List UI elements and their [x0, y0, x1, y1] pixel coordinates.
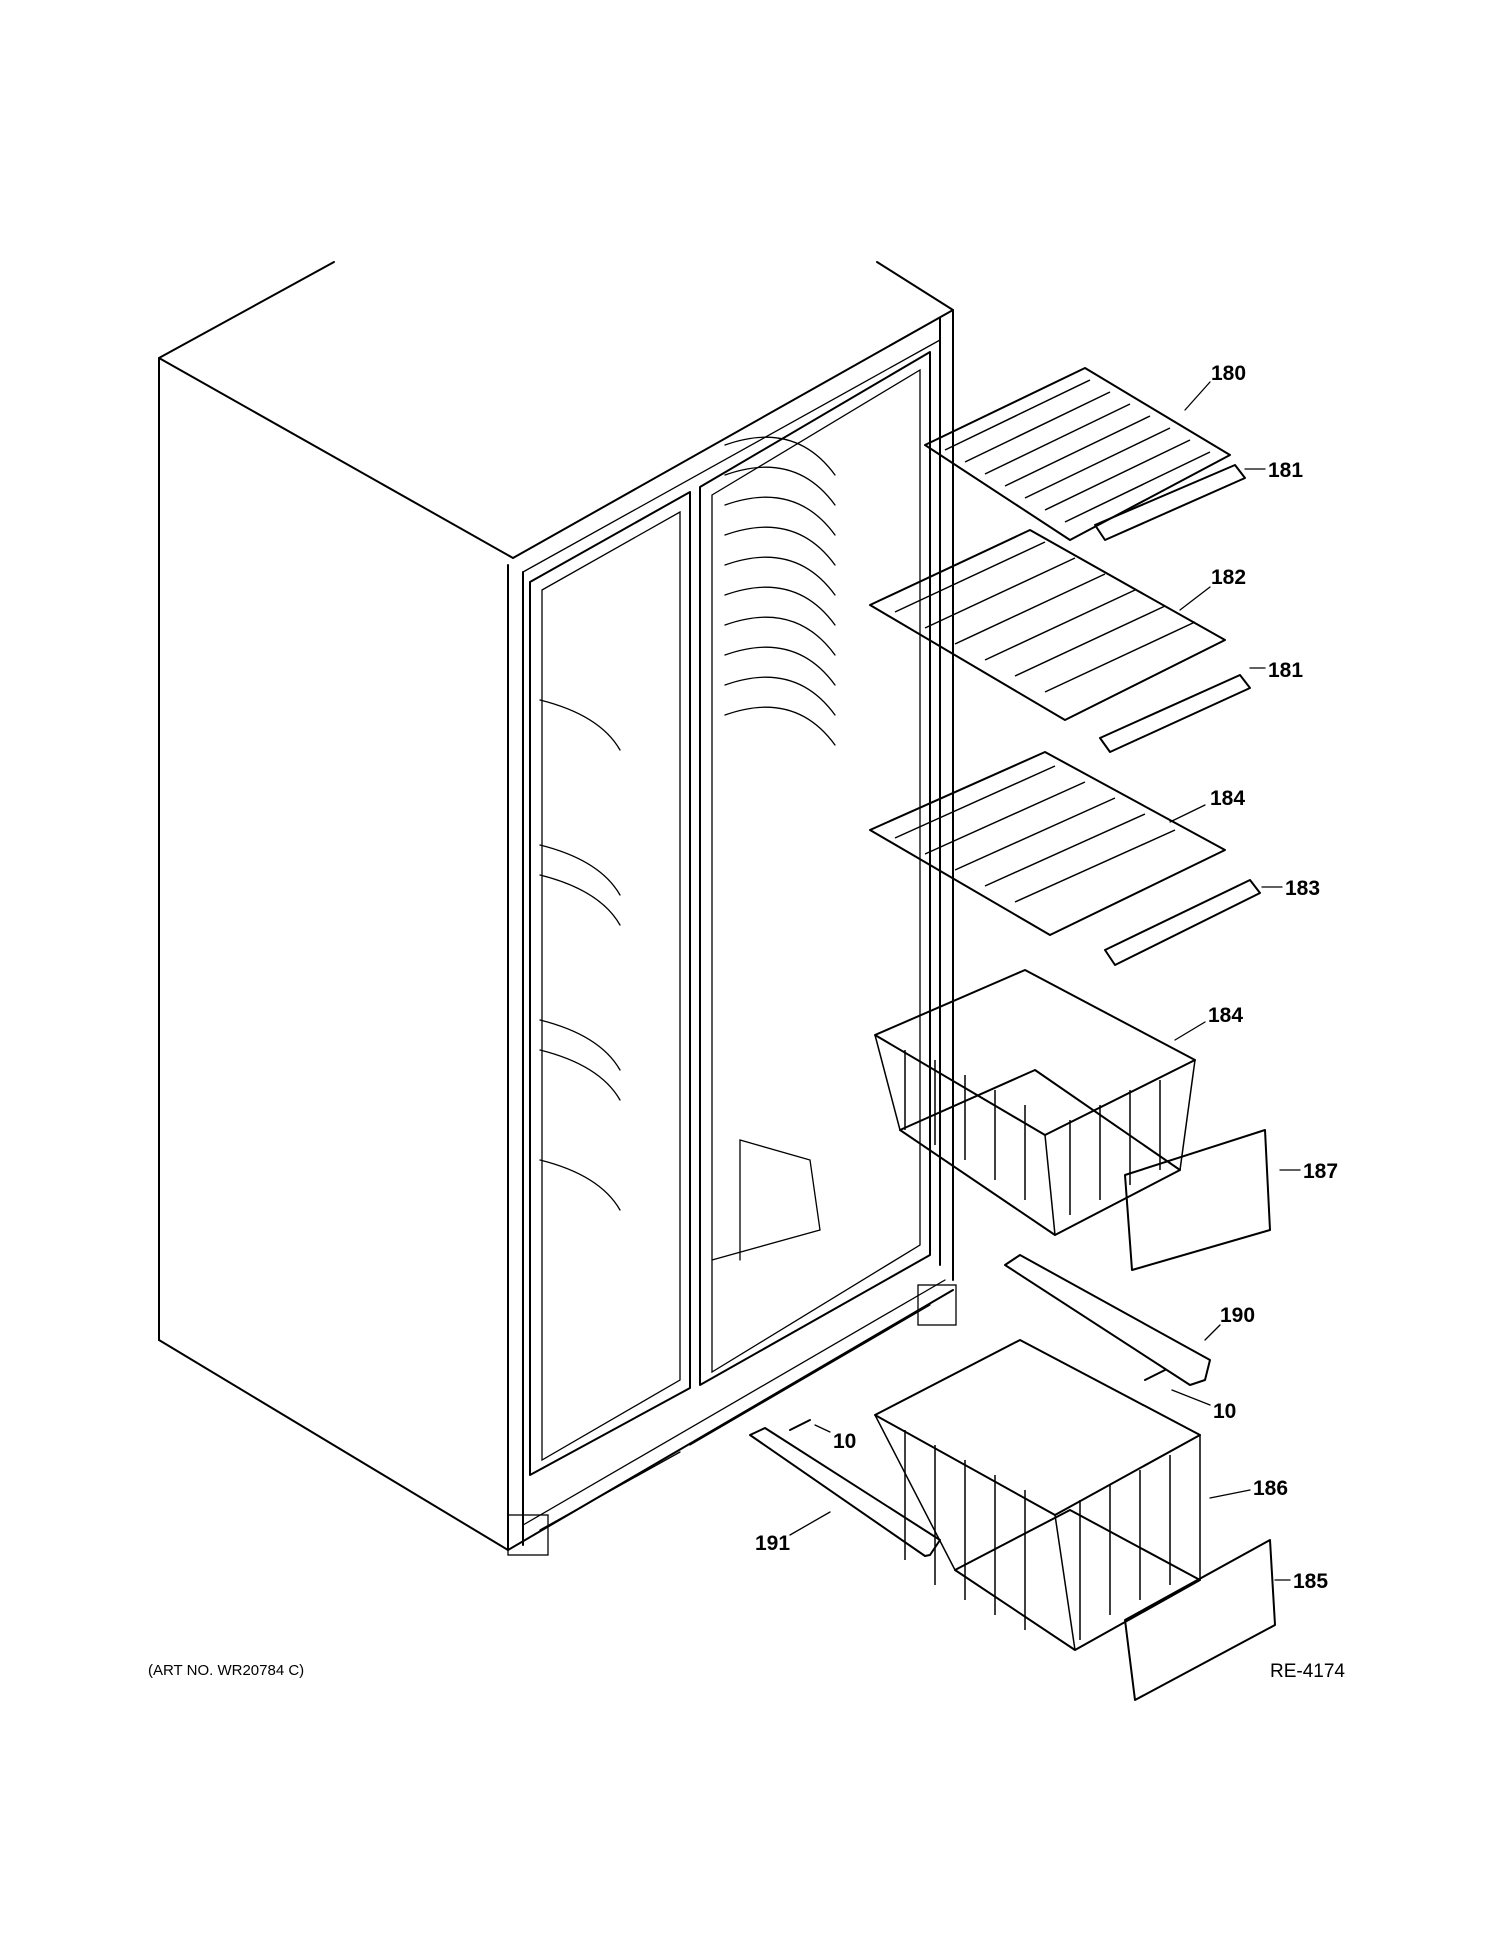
callout-10-right: 10 [1213, 1400, 1236, 1423]
wire-shelf-182 [869, 529, 1226, 721]
wire-basket-184 [874, 969, 1196, 1236]
shelf-trim-183 [1104, 879, 1261, 966]
callout-182: 182 [1211, 566, 1246, 589]
callout-180: 180 [1211, 362, 1246, 385]
basket-front-185 [1124, 1539, 1276, 1701]
callout-10-left: 10 [833, 1430, 856, 1453]
callout-187: 187 [1303, 1160, 1338, 1183]
art-number: (ART NO. WR20784 C) [148, 1662, 304, 1679]
callout-190: 190 [1220, 1304, 1255, 1327]
callout-183: 183 [1285, 877, 1320, 900]
callout-184-shelf: 184 [1210, 787, 1245, 810]
screw-10-right [1144, 1369, 1166, 1381]
wire-shelf-180 [924, 367, 1231, 541]
basket-front-187 [1124, 1129, 1271, 1271]
refrigerator-cabinet [158, 261, 957, 1556]
callout-185: 185 [1293, 1570, 1328, 1593]
callout-181-lower: 181 [1268, 659, 1303, 682]
shelf-trim-181b [1099, 674, 1251, 753]
callout-184-basket: 184 [1208, 1004, 1243, 1027]
wire-shelf-184 [869, 751, 1226, 936]
wire-basket-186 [874, 1339, 1201, 1651]
callout-181-upper: 181 [1268, 459, 1303, 482]
shelf-trim-181a [1094, 464, 1246, 541]
reference-number: RE-4174 [1270, 1661, 1345, 1682]
slide-rail-190 [1004, 1254, 1211, 1386]
leader-lines [789, 381, 1301, 1581]
callout-191: 191 [755, 1532, 790, 1555]
callout-186: 186 [1253, 1477, 1288, 1500]
screw-10-left [789, 1419, 811, 1431]
